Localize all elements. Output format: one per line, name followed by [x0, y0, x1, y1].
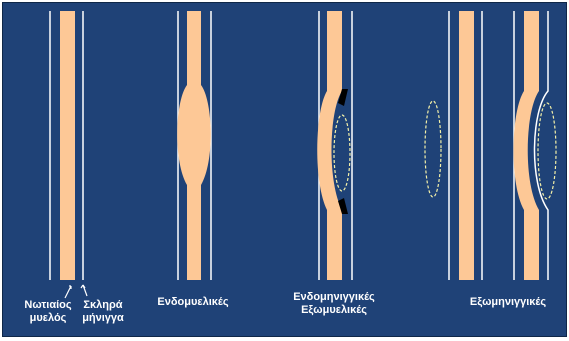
label-extradural: Εξωμηνιγγικές [458, 296, 558, 309]
label-spinal-cord-line1: Νωτιαίος [15, 299, 81, 312]
label-intradural-extramedullary: Ενδομηνιγγικές Εξωμυελικές [279, 291, 389, 317]
spinal-cord-expanded [177, 11, 211, 280]
label-dura-mater: Σκληρά μήνιγγα [75, 299, 131, 325]
panel-normal [50, 11, 87, 298]
label-intradural-line1: Ενδομηνιγγικές [279, 291, 389, 304]
lesion-outline [425, 101, 441, 197]
panel-intradural-extramedullary [317, 11, 352, 280]
label-intramedullary: Ενδομυελικές [143, 296, 243, 309]
spinal-tumor-diagram-slide: Νωτιαίος μυελός Σκληρά μήνιγγα Ενδομυελι… [2, 2, 567, 337]
spinal-cord [60, 11, 75, 280]
panel-extradural-outside [425, 11, 482, 280]
spinal-cord [459, 11, 474, 280]
label-intradural-line2: Εξωμυελικές [279, 304, 389, 317]
lesion-outline [538, 103, 556, 199]
spinal-cord-displaced [317, 11, 342, 280]
label-spinal-cord-line2: μυελός [15, 312, 81, 325]
label-spinal-cord: Νωτιαίος μυελός [15, 299, 81, 325]
diagram-canvas [3, 3, 567, 337]
label-dura-mater-line1: Σκληρά [75, 299, 131, 312]
pointer-spinal-cord [65, 286, 71, 298]
lesion-outline [334, 115, 350, 191]
label-dura-mater-line2: μήνιγγα [75, 312, 131, 325]
panel-extradural-compressing [513, 11, 556, 280]
panel-intramedullary [177, 11, 211, 280]
